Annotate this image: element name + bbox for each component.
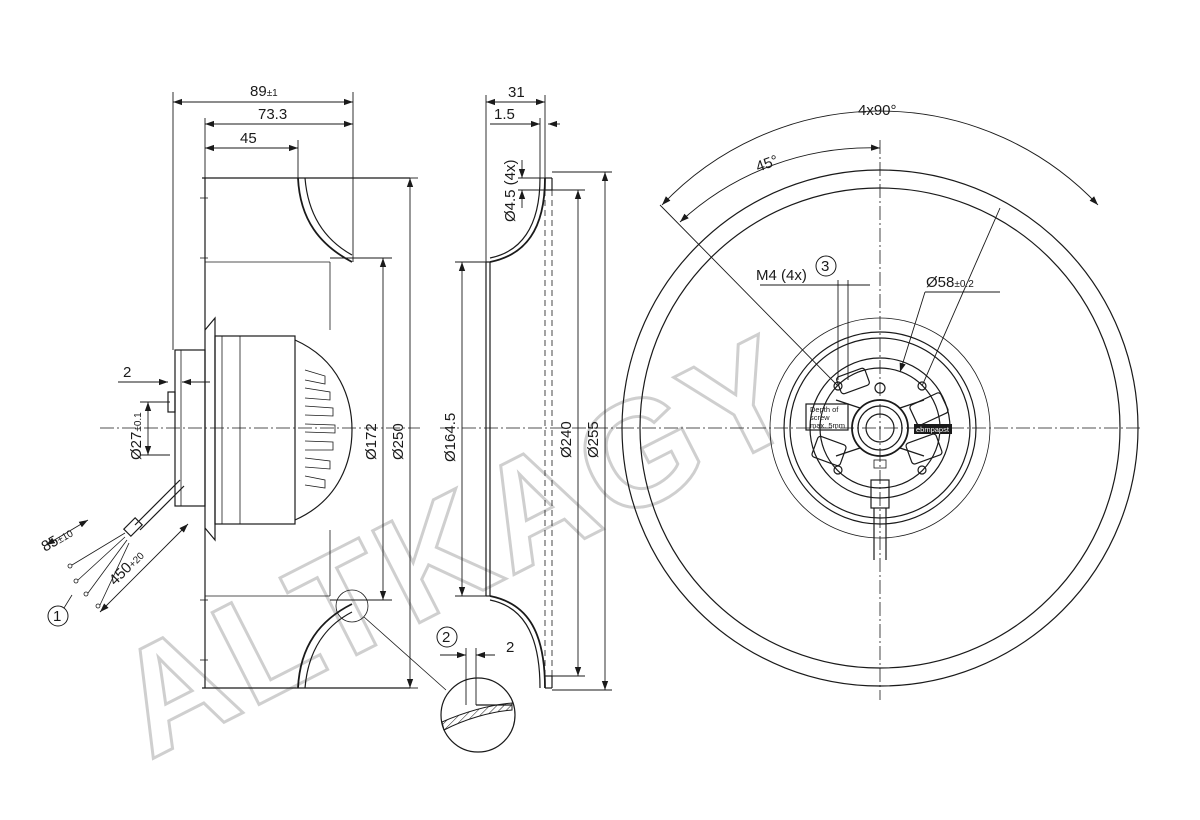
callout-3-label: 3: [821, 258, 829, 275]
dim-dia-250: Ø250: [390, 423, 407, 460]
dim-dia-172: Ø172: [363, 423, 380, 460]
dim-pattern: 4x90°: [858, 102, 897, 119]
ebmpapst-logo: [914, 424, 952, 434]
dim-overall-depth: 89±1: [250, 83, 278, 100]
dim-cable-450: 450+20: [106, 547, 148, 589]
dim-cable-85: 85±10: [39, 524, 77, 556]
dim-dia-58: Ø58±0.2: [926, 274, 974, 291]
dim-dia-255: Ø255: [585, 421, 602, 458]
dim-angle: 45°: [754, 152, 781, 176]
dim-dia-27: Ø27±0.1: [128, 412, 145, 460]
section-view: 31 1.5 Ø4.5 (4x) Ø164.5 Ø240 Ø255 2: [436, 84, 620, 753]
dim-15: 1.5: [494, 106, 515, 123]
front-view: Depth of screw max. 5mm ebmpapst 4x90° 4…: [620, 102, 1140, 700]
depth-label-3: max. 5mm: [810, 421, 845, 430]
dim-45: 45: [240, 130, 257, 147]
side-view: 89±1 73.3 45 2 Ø27±0.1 Ø172 Ø250 85±10 4…: [39, 83, 447, 691]
depth-label-1: Depth of: [810, 405, 839, 414]
dim-thread: M4 (4x): [756, 267, 807, 284]
callout-2-label: 2: [442, 629, 450, 646]
detail-2: 2 2: [436, 626, 516, 753]
dim-31: 31: [508, 84, 525, 101]
dim-holes: Ø4.5 (4x): [502, 159, 519, 222]
depth-label-2: screw: [810, 413, 830, 422]
dim-73: 73.3: [258, 106, 287, 123]
dim-gap-2: 2: [123, 364, 131, 381]
dim-dia-240: Ø240: [558, 421, 575, 458]
callout-1-label: 1: [53, 608, 61, 625]
ebmpapst-logo-text: ebmpapst: [916, 425, 950, 434]
callout-2: [436, 626, 458, 648]
detail-2-dim: 2: [506, 639, 514, 656]
motor-fins: [304, 369, 336, 489]
callout-1: [47, 605, 69, 627]
dim-dia-1645: Ø164.5: [442, 413, 459, 462]
callout-3: [815, 255, 837, 277]
